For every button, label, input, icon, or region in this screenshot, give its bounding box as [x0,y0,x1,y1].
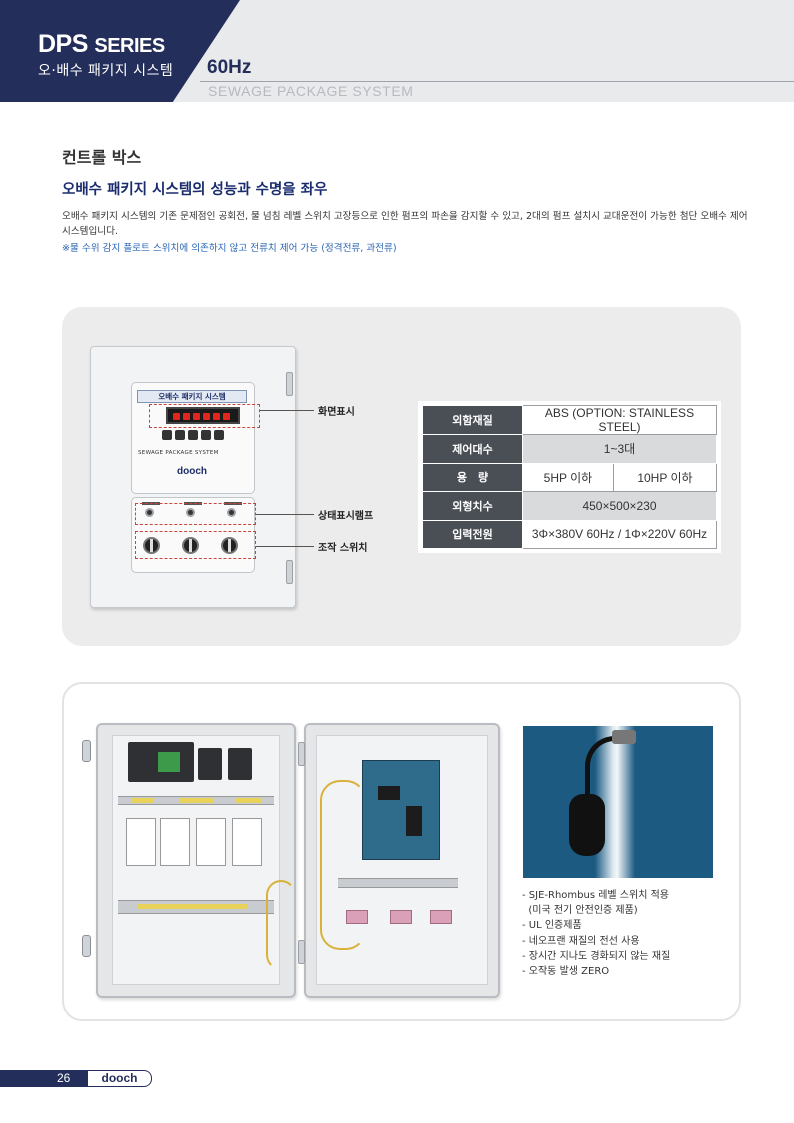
device-logo: dooch [177,466,207,477]
spec-value: ABS (OPTION: STAINLESS STEEL) [522,405,717,435]
terminal-label [138,904,248,909]
spec-value: 5HP 이하 [522,462,614,492]
table-row: 입력전원 3Φ×380V 60Hz / 1Φ×220V 60Hz [422,519,717,549]
rotary-switch-icon [143,537,160,554]
status-lamp-icon [145,508,154,517]
device-panel-title: 오배수 패키지 시스템 [137,390,247,403]
key-icon [188,430,198,440]
float-switch-icon [569,794,605,856]
breaker-icon [198,748,222,780]
hinge-icon [286,560,293,584]
connector-icon [346,910,368,924]
rotary-switch-icon [221,537,238,554]
page-number: 26 [57,1071,71,1085]
spec-value: 3Φ×380V 60Hz / 1Φ×220V 60Hz [522,519,717,549]
connector-icon [430,910,452,924]
latch-icon [82,935,91,957]
key-icon [201,430,211,440]
chip-icon [378,786,400,800]
footer-bar [0,1070,88,1087]
relay-icon [160,818,190,866]
english-subtitle: SEWAGE PACKAGE SYSTEM [208,83,414,99]
callout-lamp: 상태표시램프 [318,511,374,522]
chip-icon [406,806,422,836]
relay-icon [126,818,156,866]
note-text: ※물 수위 감지 플로트 스위치에 의존하지 않고 전류치 제어 가능 (정격전… [62,243,397,254]
callout-switch: 조작 스위치 [318,543,368,554]
spec-label: 외형치수 [422,491,523,521]
header-rule [200,81,794,82]
wire-bundle [320,780,366,950]
feature-list: - SJE-Rhombus 레벨 스위치 적용 (미국 전기 안전인증 제품) … [522,888,722,979]
label-tag [132,798,154,803]
hinge-icon [286,372,293,396]
spec-value: 10HP 이하 [612,462,718,492]
section-title: 컨트롤 박스 [62,148,142,167]
latch-icon [82,740,91,762]
spec-label: 외함재질 [422,405,523,435]
relay-icon [196,818,226,866]
door-rail [338,878,458,888]
key-icon [214,430,224,440]
spec-label: 제어대수 [422,434,523,464]
spec-value: 450×500×230 [522,491,717,521]
spec-value: 1~3대 [522,434,717,464]
control-pcb [362,760,440,860]
callout-line-switch [256,546,314,547]
table-row: 외형치수 450×500×230 [422,491,717,521]
list-item: - 오작동 발생 ZERO [522,966,610,978]
description-text: 오배수 패키지 시스템의 기존 문제점인 공회전, 물 넘침 레벨 스위치 고장… [62,211,748,237]
key-icon [162,430,172,440]
switch-highlight [135,531,256,559]
table-row: 용 량 5HP 이하 10HP 이하 [422,462,718,492]
hinge-icon [298,940,305,964]
frequency-label: 60Hz [207,57,252,78]
series-subtitle: 오·배수 패키지 시스템 [38,63,174,79]
list-item: - UL 인증제품 [522,920,582,932]
label-tag [236,798,262,803]
key-icon [175,430,185,440]
label-tag [180,798,214,803]
list-item: - SJE-Rhombus 레벨 스위치 적용 [522,890,669,901]
rotary-switch-icon [182,537,199,554]
clip-icon [612,730,636,744]
list-item: - 네오프랜 재질의 전선 사용 [522,935,640,947]
callout-line-lamp [256,514,314,515]
breaker-icon [228,748,252,780]
display-highlight [149,404,260,428]
led-display [166,407,240,424]
wire-bundle [266,880,296,970]
hinge-icon [298,742,305,766]
relay-icon [232,818,262,866]
callout-line-display [260,410,314,411]
lamp-highlight [135,503,256,525]
connector-icon [390,910,412,924]
section-subtitle: 오배수 패키지 시스템의 성능과 수명을 좌우 [62,182,328,198]
cable-icon [585,736,625,806]
footer-logo: dooch [88,1070,152,1087]
device-brand-text: SEWAGE PACKAGE SYSTEM [138,450,219,456]
spec-table: 외함재질 ABS (OPTION: STAINLESS STEEL) 제어대수 … [418,401,721,553]
spec-label: 용 량 [422,462,523,492]
list-item: - 장시간 지나도 경화되지 않는 재질 [522,950,671,962]
breaker-indicator [158,752,180,772]
spec-label: 입력전원 [422,519,523,549]
table-row: 제어대수 1~3대 [422,434,717,464]
status-lamp-icon [227,508,236,517]
list-item: (미국 전기 안전인증 제품) [522,905,638,917]
status-lamp-icon [186,508,195,517]
series-title: DPS SERIES [38,30,165,58]
callout-display: 화면표시 [318,407,355,418]
table-row: 외함재질 ABS (OPTION: STAINLESS STEEL) [422,405,717,435]
